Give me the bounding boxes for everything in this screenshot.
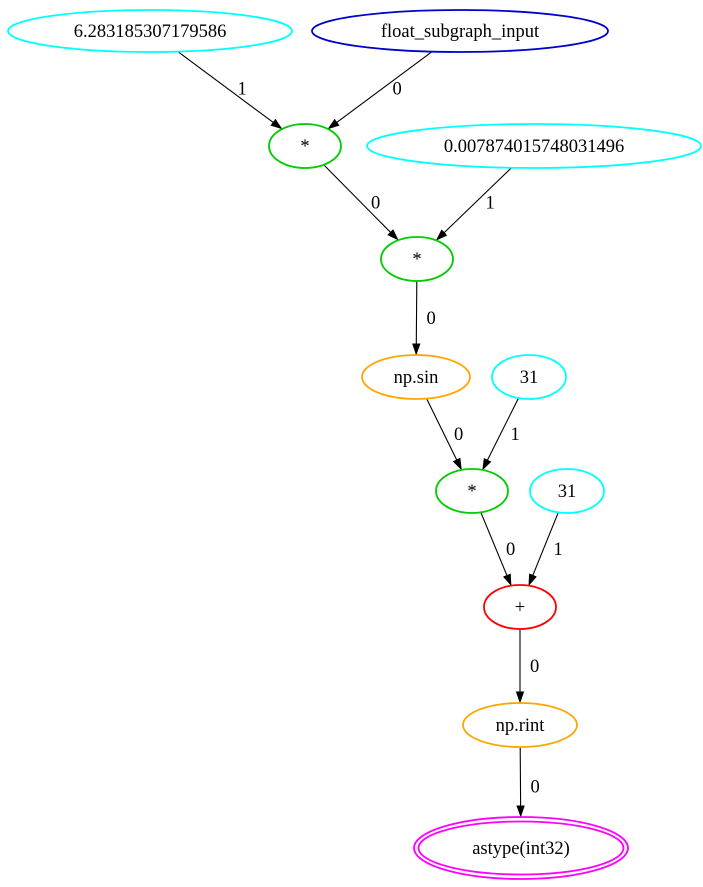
edge-arrow	[435, 167, 512, 241]
node-outline	[7, 9, 293, 53]
node-outline	[311, 9, 609, 53]
edge-port-label: 0	[371, 194, 380, 214]
edge-const-0007874-to-multiply-2: 1	[435, 167, 512, 241]
edge-port-label: 0	[506, 540, 515, 560]
edge-const-31-a-to-multiply-3: 1	[482, 397, 520, 471]
node-add: +	[483, 584, 557, 630]
edge-np-sin-to-multiply-3: 0	[426, 398, 463, 471]
node-const-0007874: 0.007874015748031496	[366, 123, 702, 169]
edge-port-label: 1	[238, 80, 247, 100]
node-outline	[268, 123, 342, 169]
edge-multiply-1-to-multiply-2: 0	[323, 164, 399, 241]
node-outline	[366, 123, 702, 169]
node-np-sin: np.sin	[361, 354, 471, 400]
node-label: float_subgraph_input	[381, 22, 540, 42]
edge-port-label: 1	[511, 425, 520, 445]
edge-port-label: 0	[393, 80, 402, 100]
node-float-subgraph-input: float_subgraph_input	[311, 9, 609, 53]
node-label: np.sin	[394, 368, 439, 388]
edge-port-label: 0	[454, 425, 463, 445]
node-const-6283: 6.283185307179586	[7, 9, 293, 53]
node-label: +	[515, 598, 525, 618]
edge-arrow	[426, 398, 463, 471]
node-outline	[529, 468, 605, 514]
node-multiply-1: *	[268, 123, 342, 169]
edge-arrow	[528, 512, 559, 587]
node-outline	[361, 354, 471, 400]
node-outline	[435, 468, 509, 514]
edge-port-label: 0	[531, 778, 540, 798]
node-multiply-3: *	[435, 468, 509, 514]
node-label: 31	[558, 482, 577, 502]
edge-arrow	[480, 512, 512, 587]
node-inner-outline	[417, 820, 625, 876]
node-label: 0.007874015748031496	[444, 137, 624, 157]
node-label: *	[300, 137, 309, 157]
edges-layer: 1 0 0 1 0 0 1 0 1 0 0	[177, 51, 563, 818]
nodes-layer: 6.283185307179586 float_subgraph_input * 0.…	[7, 9, 702, 880]
edge-port-label: 0	[530, 657, 539, 677]
node-label: *	[467, 482, 476, 502]
edge-np-rint-to-astype-int32: 0	[516, 746, 540, 818]
node-astype-int32: astype(int32)	[413, 816, 629, 880]
edge-float-subgraph-input-to-multiply-1: 0	[327, 51, 433, 130]
node-label: 31	[520, 368, 539, 388]
edge-multiply-3-to-add: 0	[480, 512, 515, 587]
node-outline	[380, 236, 454, 282]
node-multiply-2: *	[380, 236, 454, 282]
edge-const-6283-to-multiply-1: 1	[177, 51, 283, 130]
edge-port-label: 0	[427, 309, 436, 329]
edge-arrow	[412, 280, 421, 356]
node-const-31-b: 31	[529, 468, 605, 514]
edge-arrow	[327, 51, 433, 130]
edge-arrow	[482, 397, 519, 471]
node-label: *	[412, 250, 421, 270]
edge-multiply-2-to-np-sin: 0	[412, 280, 436, 356]
edge-port-label: 1	[554, 540, 563, 560]
node-const-31-a: 31	[491, 354, 567, 400]
edge-add-to-np-rint: 0	[515, 629, 539, 704]
edge-port-label: 1	[486, 194, 495, 214]
node-outline	[462, 702, 578, 748]
node-outline	[483, 584, 557, 630]
node-label: np.rint	[496, 716, 546, 736]
node-np-rint: np.rint	[462, 702, 578, 748]
edge-arrow	[323, 164, 399, 241]
node-label: astype(int32)	[472, 839, 570, 859]
edge-arrow	[177, 51, 283, 130]
node-label: 6.283185307179586	[74, 22, 227, 42]
edge-arrow	[516, 746, 525, 818]
node-outline	[491, 354, 567, 400]
edge-const-31-b-to-add: 1	[528, 512, 563, 587]
